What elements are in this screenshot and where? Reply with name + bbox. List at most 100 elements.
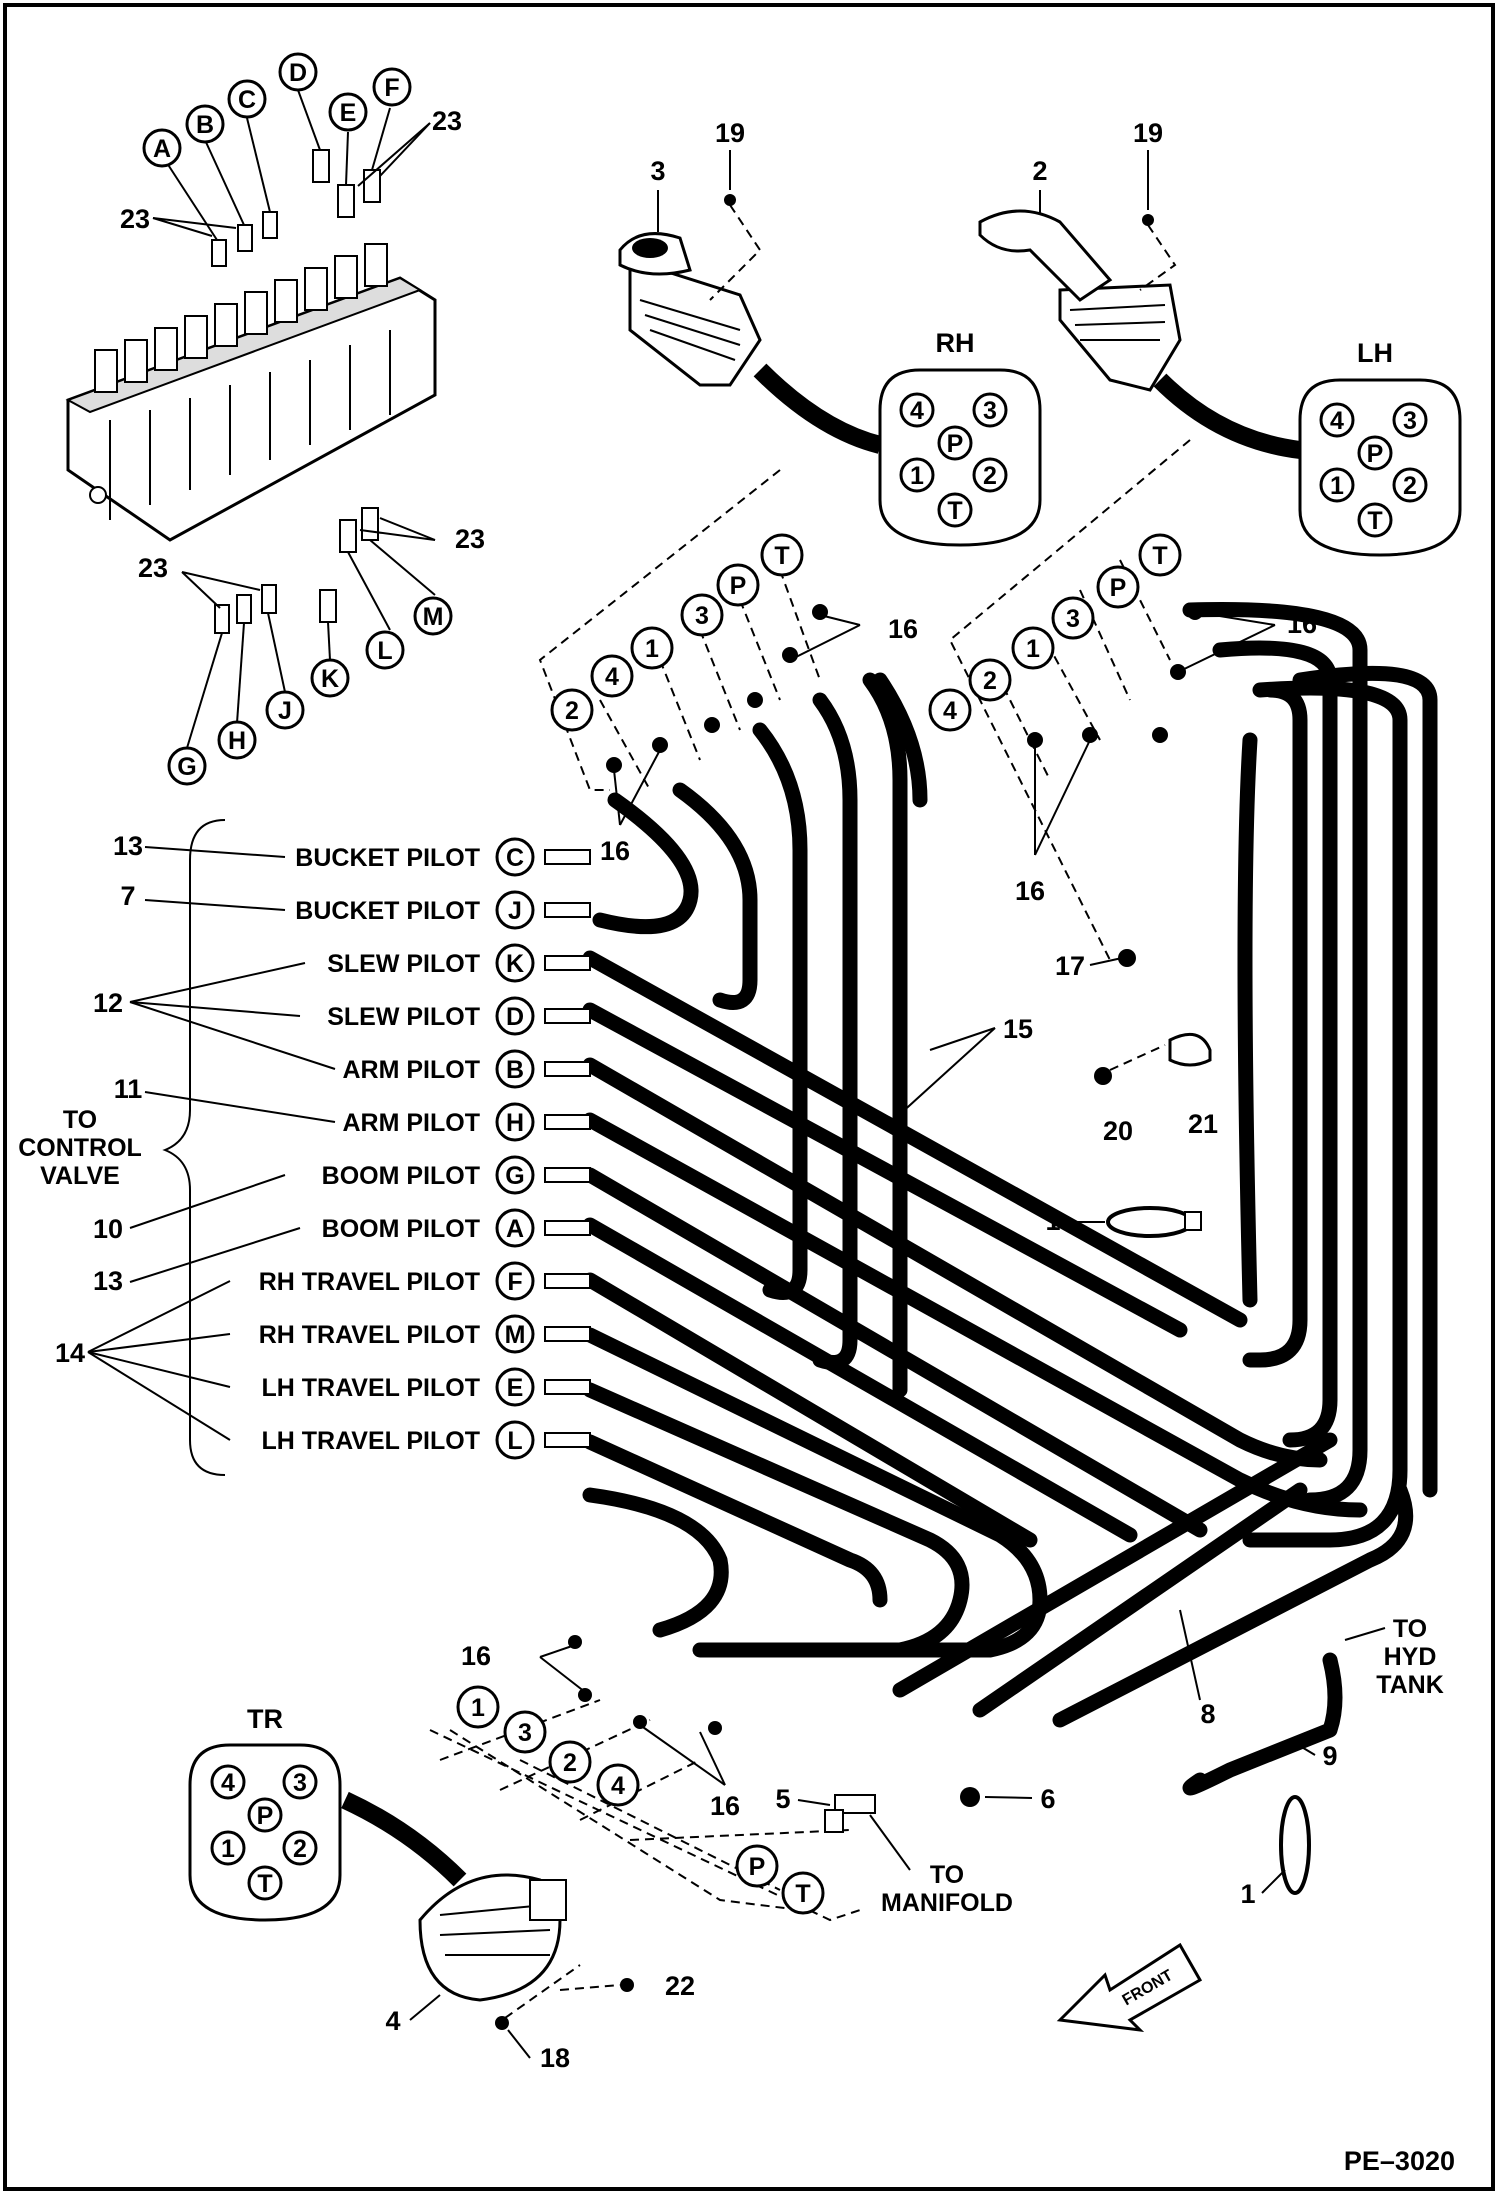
screw-22-path <box>559 1984 621 1991</box>
ref-16-a: 16 <box>600 836 630 866</box>
tr-port-1: 3 <box>503 1710 547 1754</box>
svg-text:BUCKET PILOT: BUCKET PILOT <box>295 897 480 925</box>
tr-ports: 1 3 2 4 P T <box>456 1685 825 1915</box>
group-label-line-1: TO <box>63 1106 97 1134</box>
ref-1-a: 1 <box>1045 1206 1060 1236</box>
connector-rh-title: RH <box>936 328 975 358</box>
pin-tr-2: 2 <box>282 1830 318 1866</box>
ref-16-e: 16 <box>461 1641 491 1671</box>
svg-text:ARM PILOT: ARM PILOT <box>343 1056 481 1084</box>
svg-text:P: P <box>730 572 747 600</box>
rh-screw <box>724 194 736 206</box>
pilot-row-9: RH TRAVEL PILOT F <box>259 1261 591 1301</box>
pin-lh-4: 4 <box>1319 402 1355 438</box>
valve-label-J: J <box>265 690 305 730</box>
tr-port-5: T <box>781 1871 825 1915</box>
svg-text:J: J <box>278 697 292 725</box>
pilot-row-7: BOOM PILOT G <box>322 1155 591 1195</box>
svg-text:4: 4 <box>611 1772 625 1800</box>
ref-1-b-leader <box>1261 1869 1286 1894</box>
svg-text:T: T <box>947 497 962 525</box>
pilot-row-8: BOOM PILOT A <box>322 1208 591 1248</box>
valve-leaders <box>164 89 436 749</box>
valve-fittings-bottom <box>214 507 379 634</box>
tr-port-3: 4 <box>596 1763 640 1807</box>
svg-text:ARM PILOT: ARM PILOT <box>343 1109 481 1137</box>
valve-label-D: D <box>278 52 318 92</box>
svg-text:P: P <box>1367 440 1384 468</box>
svg-text:4: 4 <box>910 397 924 425</box>
svg-text:1: 1 <box>1026 635 1040 663</box>
clamp-21 <box>1168 1032 1212 1067</box>
pilot-row-12: LH TRAVEL PILOT L <box>261 1420 591 1460</box>
drawing-number: PE–3020 <box>1344 2146 1455 2176</box>
rh-joystick <box>618 232 883 454</box>
svg-text:1: 1 <box>1330 472 1344 500</box>
svg-text:4: 4 <box>1330 407 1344 435</box>
svg-text:C: C <box>506 844 524 872</box>
svg-text:G: G <box>505 1162 524 1190</box>
svg-text:T: T <box>774 542 789 570</box>
ref-9: 9 <box>1322 1741 1337 1771</box>
svg-text:D: D <box>289 59 307 87</box>
tr-port-2: 2 <box>548 1740 592 1784</box>
pin-rh-3: 3 <box>972 392 1008 428</box>
svg-text:10: 10 <box>93 1214 123 1244</box>
lh-port-3: 3 <box>1051 596 1095 640</box>
hose-bundle <box>582 602 1438 1796</box>
pilot-row-11: LH TRAVEL PILOT E <box>261 1367 591 1407</box>
ref-21: 21 <box>1188 1109 1218 1139</box>
svg-text:T: T <box>1152 542 1167 570</box>
svg-text:1: 1 <box>910 462 924 490</box>
fitting-6 <box>960 1787 980 1807</box>
svg-text:P: P <box>1110 574 1127 602</box>
ref-23-a: 23 <box>120 204 150 234</box>
svg-text:G: G <box>177 753 196 781</box>
valve-label-B: B <box>185 104 225 144</box>
svg-text:BUCKET PILOT: BUCKET PILOT <box>295 844 480 872</box>
svg-text:1: 1 <box>221 1835 235 1863</box>
rh-port-2: 1 <box>630 626 674 670</box>
svg-text:TANK: TANK <box>1376 1671 1444 1699</box>
connector-lh-title: LH <box>1357 338 1393 368</box>
svg-text:SLEW PILOT: SLEW PILOT <box>327 1003 480 1031</box>
valve-label-F: F <box>372 67 412 107</box>
svg-text:P: P <box>947 430 964 458</box>
ref-4: 4 <box>385 2006 400 2036</box>
lh-ports: 4 2 1 3 P T <box>928 533 1182 732</box>
lh-port-4: P <box>1096 565 1140 609</box>
pin-tr-T: T <box>247 1865 283 1901</box>
ref-18-leader <box>507 2029 531 2059</box>
pin-rh-2: 2 <box>972 457 1008 493</box>
screw-18 <box>495 2016 509 2030</box>
ref-6: 6 <box>1040 1784 1055 1814</box>
svg-text:3: 3 <box>695 602 709 630</box>
connector-tr: TR 4 3 P 1 2 T <box>188 1704 342 1922</box>
svg-text:T: T <box>1367 507 1382 535</box>
drawing-frame <box>3 3 1495 2191</box>
svg-text:BOOM PILOT: BOOM PILOT <box>322 1162 480 1190</box>
rh-port-4: P <box>716 563 760 607</box>
pin-tr-P: P <box>247 1797 283 1833</box>
svg-text:L: L <box>507 1427 522 1455</box>
ref-15: 15 <box>1003 1014 1033 1044</box>
pin-rh-P: P <box>937 425 973 461</box>
pin-lh-3: 3 <box>1392 402 1428 438</box>
lh-screw-path <box>1139 224 1177 291</box>
ref-23-c: 23 <box>138 553 168 583</box>
svg-text:3: 3 <box>983 397 997 425</box>
ref-16-c: 16 <box>1015 876 1045 906</box>
svg-text:T: T <box>257 1870 272 1898</box>
rh-port-3: 3 <box>680 593 724 637</box>
fittings-16 <box>568 604 1203 1735</box>
svg-text:M: M <box>505 1321 526 1349</box>
valve-label-L: L <box>365 630 405 670</box>
lh-port-5: T <box>1138 533 1182 577</box>
svg-text:MANIFOLD: MANIFOLD <box>881 1889 1013 1917</box>
pilot-row-10: RH TRAVEL PILOT M <box>259 1314 591 1354</box>
note-to-hyd-tank: TO HYD TANK <box>1376 1615 1444 1699</box>
svg-text:BOOM PILOT: BOOM PILOT <box>322 1215 480 1243</box>
pin-lh-T: T <box>1357 502 1393 538</box>
svg-text:K: K <box>506 950 524 978</box>
cable-tie-lower <box>1279 1795 1311 1895</box>
